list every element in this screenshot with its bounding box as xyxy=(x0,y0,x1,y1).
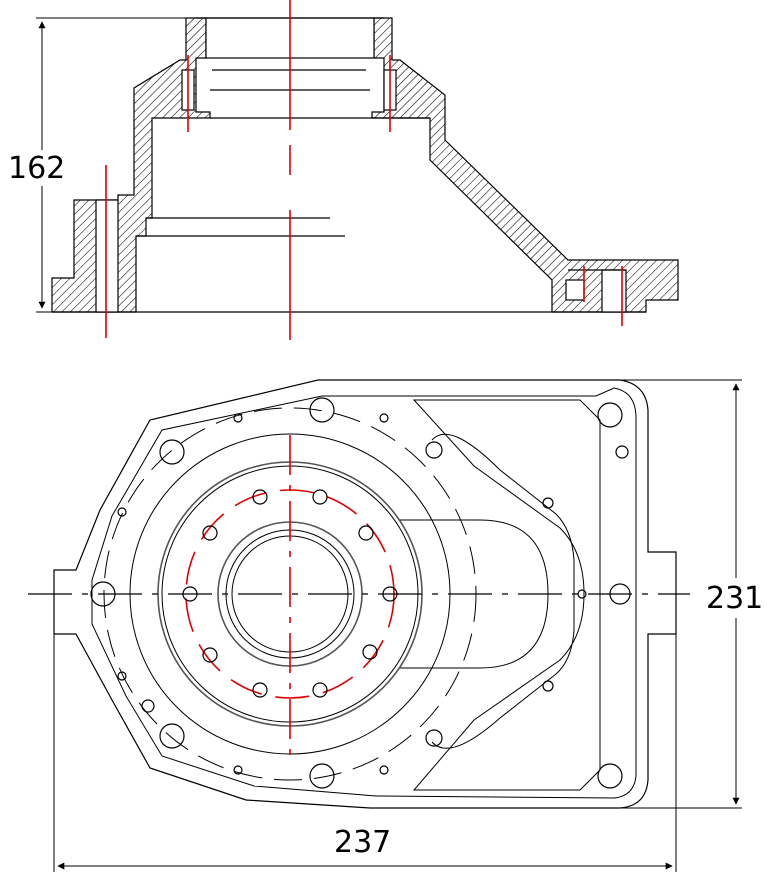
plan-right-lobe xyxy=(412,399,601,791)
dim-231-label: 231 xyxy=(706,581,763,616)
bolt-hole xyxy=(252,682,268,698)
bolt-hole xyxy=(202,647,218,663)
section-view: 162 xyxy=(4,0,679,340)
section-wall-left xyxy=(51,17,211,313)
bolt-hole xyxy=(252,489,268,505)
mount-hole xyxy=(425,441,443,459)
section-wall-right xyxy=(371,17,679,313)
mount-hole xyxy=(159,439,185,465)
mount-hole xyxy=(597,402,623,428)
plan-right-lobe-inner xyxy=(431,433,575,749)
mount-hole xyxy=(233,765,243,775)
bolt-hole xyxy=(312,489,328,505)
bolt-hole xyxy=(312,682,328,698)
mount-hole xyxy=(141,699,155,713)
plan-outer-outline-inner xyxy=(91,387,637,799)
mount-hole xyxy=(542,497,554,509)
dim-237-label: 237 xyxy=(334,825,391,860)
mount-hole xyxy=(159,723,185,749)
plan-outer-outline xyxy=(53,379,677,809)
dim-162-label: 162 xyxy=(8,151,65,186)
mount-hole xyxy=(117,507,127,517)
mount-hole xyxy=(597,763,623,789)
section-left-bolt-hole xyxy=(95,199,119,313)
dim-231-label-bg xyxy=(704,578,770,618)
mount-hole xyxy=(309,763,335,789)
mount-hole xyxy=(309,397,335,423)
mount-hole xyxy=(117,671,127,681)
mount-hole xyxy=(615,445,629,459)
plan-outer-holes xyxy=(90,397,631,789)
bolt-hole xyxy=(202,525,218,541)
mount-hole xyxy=(233,413,243,423)
mount-hole xyxy=(542,680,554,692)
plan-view: 231 237 xyxy=(28,379,770,872)
bolt-hole xyxy=(358,525,374,541)
mount-hole xyxy=(379,413,389,423)
dim-162-label-bg xyxy=(4,150,70,186)
mount-hole xyxy=(379,765,389,775)
section-flange-pocket xyxy=(565,279,585,301)
mount-hole xyxy=(577,589,587,599)
mount-hole xyxy=(425,729,443,747)
bolt-hole xyxy=(362,644,378,660)
